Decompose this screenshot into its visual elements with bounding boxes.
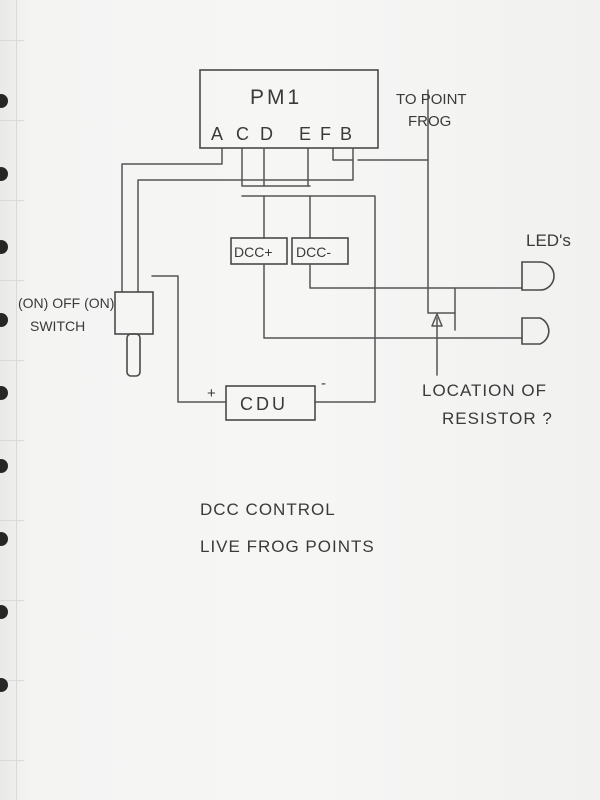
binder-hole bbox=[0, 167, 8, 181]
binder-hole bbox=[0, 678, 8, 692]
led-top bbox=[521, 261, 555, 291]
location-label-line1: LOCATION OF bbox=[422, 381, 547, 400]
wire-b-to-switch bbox=[137, 147, 354, 293]
caption-line1: DCC CONTROL bbox=[200, 500, 336, 519]
terminal-a: A bbox=[211, 124, 223, 144]
ruled-line bbox=[0, 280, 24, 281]
terminal-f: F bbox=[320, 124, 331, 144]
binder-hole bbox=[0, 532, 8, 546]
to-point-label: TO POINT bbox=[396, 91, 467, 108]
binder-hole bbox=[0, 313, 8, 327]
ruled-line bbox=[0, 440, 24, 441]
page-margin-line bbox=[16, 0, 17, 800]
ruled-line bbox=[0, 200, 24, 201]
ruled-line bbox=[0, 120, 24, 121]
ruled-line bbox=[0, 600, 24, 601]
resistor-arrow-head bbox=[431, 313, 443, 327]
wire-frog-to-leds bbox=[427, 159, 456, 314]
wire-switch-to-cdu-plus bbox=[151, 275, 227, 403]
binder-hole bbox=[0, 240, 8, 254]
wire-bus-to-cdu-minus bbox=[241, 195, 376, 403]
binder-hole bbox=[0, 459, 8, 473]
terminal-c: C bbox=[236, 124, 249, 144]
wire-f bbox=[332, 147, 354, 161]
ruled-line bbox=[0, 760, 24, 761]
pm1-label: PM1 bbox=[250, 86, 302, 109]
switch-lever bbox=[126, 333, 141, 377]
dcc-plus-box bbox=[230, 237, 288, 265]
location-label-line2: RESISTOR ? bbox=[442, 409, 553, 428]
terminal-e: E bbox=[299, 124, 311, 144]
pm1-box bbox=[199, 69, 379, 149]
ruled-line bbox=[0, 360, 24, 361]
switch-body bbox=[114, 291, 154, 335]
frog-label: FROG bbox=[408, 113, 451, 130]
cdu-minus-label: - bbox=[321, 375, 326, 392]
binder-hole bbox=[0, 605, 8, 619]
dcc-plus-label: DCC+ bbox=[234, 244, 273, 260]
switch-label-line1: (ON) OFF (ON) bbox=[18, 295, 114, 311]
terminal-b: B bbox=[340, 124, 352, 144]
leds-label: LED's bbox=[526, 231, 571, 250]
wire-a-to-switch bbox=[121, 147, 223, 293]
binder-hole bbox=[0, 94, 8, 108]
dcc-minus-label: DCC- bbox=[296, 244, 331, 260]
led-bottom bbox=[521, 317, 550, 345]
switch-label-line2: SWITCH bbox=[30, 318, 85, 334]
binder-hole bbox=[0, 386, 8, 400]
cdu-plus-label: + bbox=[207, 385, 216, 402]
ruled-line bbox=[0, 520, 24, 521]
ruled-line bbox=[0, 680, 24, 681]
terminal-d: D bbox=[260, 124, 273, 144]
dcc-minus-box bbox=[291, 237, 349, 265]
cdu-label: CDU bbox=[240, 394, 288, 414]
cdu-box bbox=[225, 385, 316, 421]
wire-dcc-minus-to-led bbox=[309, 263, 523, 289]
caption-line2: LIVE FROG POINTS bbox=[200, 537, 375, 556]
wire-dcc-plus-to-led bbox=[263, 263, 523, 339]
wire-c bbox=[241, 147, 311, 187]
ruled-line bbox=[0, 40, 24, 41]
